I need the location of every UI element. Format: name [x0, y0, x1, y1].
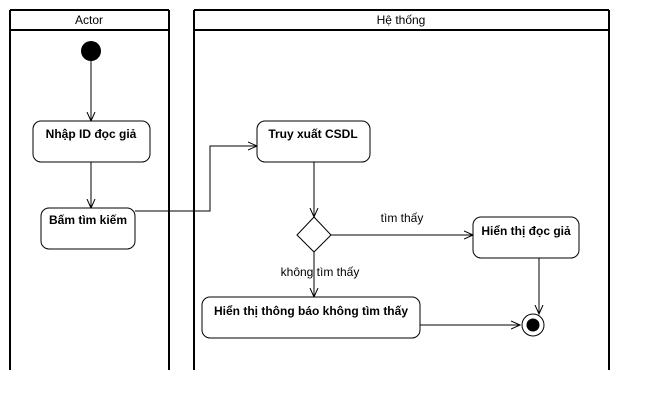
- action-show-reader-label: Hiển thị đọc giả: [481, 224, 571, 238]
- action-show-reader: Hiển thị đọc giả: [472, 216, 580, 259]
- initial-node: [81, 41, 101, 61]
- action-show-not-found-label: Hiển thị thông báo không tìm thấy: [214, 304, 408, 318]
- action-enter-id-label: Nhập ID đọc giả: [46, 127, 137, 141]
- action-query-db: Truy xuất CSDL: [256, 120, 371, 163]
- actor-lane: Actor: [9, 9, 170, 370]
- action-enter-id: Nhập ID đọc giả: [32, 120, 151, 163]
- action-query-db-label: Truy xuất CSDL: [268, 127, 357, 141]
- action-click-search-label: Bấm tìm kiếm: [49, 213, 127, 227]
- edge-label-found: tìm thấy: [381, 211, 424, 225]
- system-lane-title: Hệ thống: [377, 13, 426, 27]
- system-lane: Hệ thống: [193, 9, 610, 370]
- edge-label-not-found: không tìm thấy: [281, 265, 360, 279]
- edges: [91, 61, 539, 325]
- decision-node: [296, 216, 332, 253]
- actor-lane-title: Actor: [75, 13, 103, 27]
- final-node: [521, 313, 545, 337]
- action-click-search: Bấm tìm kiếm: [40, 207, 136, 250]
- edge-search-to-query: [135, 146, 257, 212]
- action-show-not-found: Hiển thị thông báo không tìm thấy: [201, 296, 421, 339]
